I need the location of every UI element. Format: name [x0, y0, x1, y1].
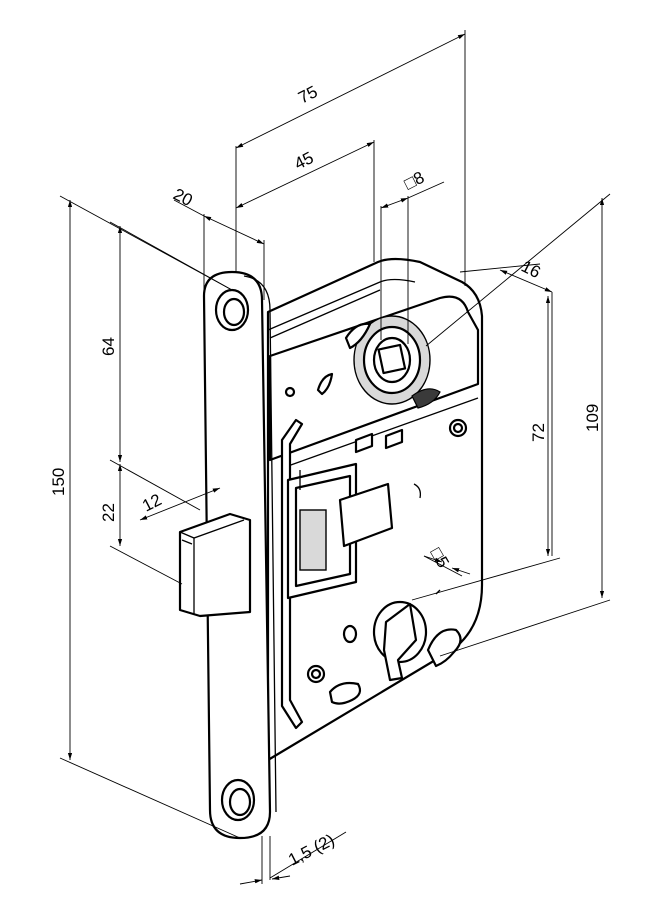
dim-8: □8	[401, 168, 427, 194]
latch-bolt	[178, 512, 252, 618]
dim-45: 45	[291, 148, 316, 174]
dim-16: 16	[518, 257, 543, 283]
dimension-lines	[59, 30, 611, 885]
dim-75: 75	[295, 82, 320, 108]
follower-hub	[284, 315, 468, 438]
dim-22: 22	[99, 503, 118, 522]
dim-150: 150	[49, 468, 68, 496]
dim-64: 64	[99, 337, 118, 356]
dim-20: 20	[170, 185, 195, 211]
latch-cage	[286, 428, 422, 600]
key-mechanism	[306, 589, 462, 705]
dim-109: 109	[583, 404, 602, 432]
dim-72: 72	[529, 423, 548, 442]
dim-1-5: 1,5 (2)	[285, 830, 337, 869]
